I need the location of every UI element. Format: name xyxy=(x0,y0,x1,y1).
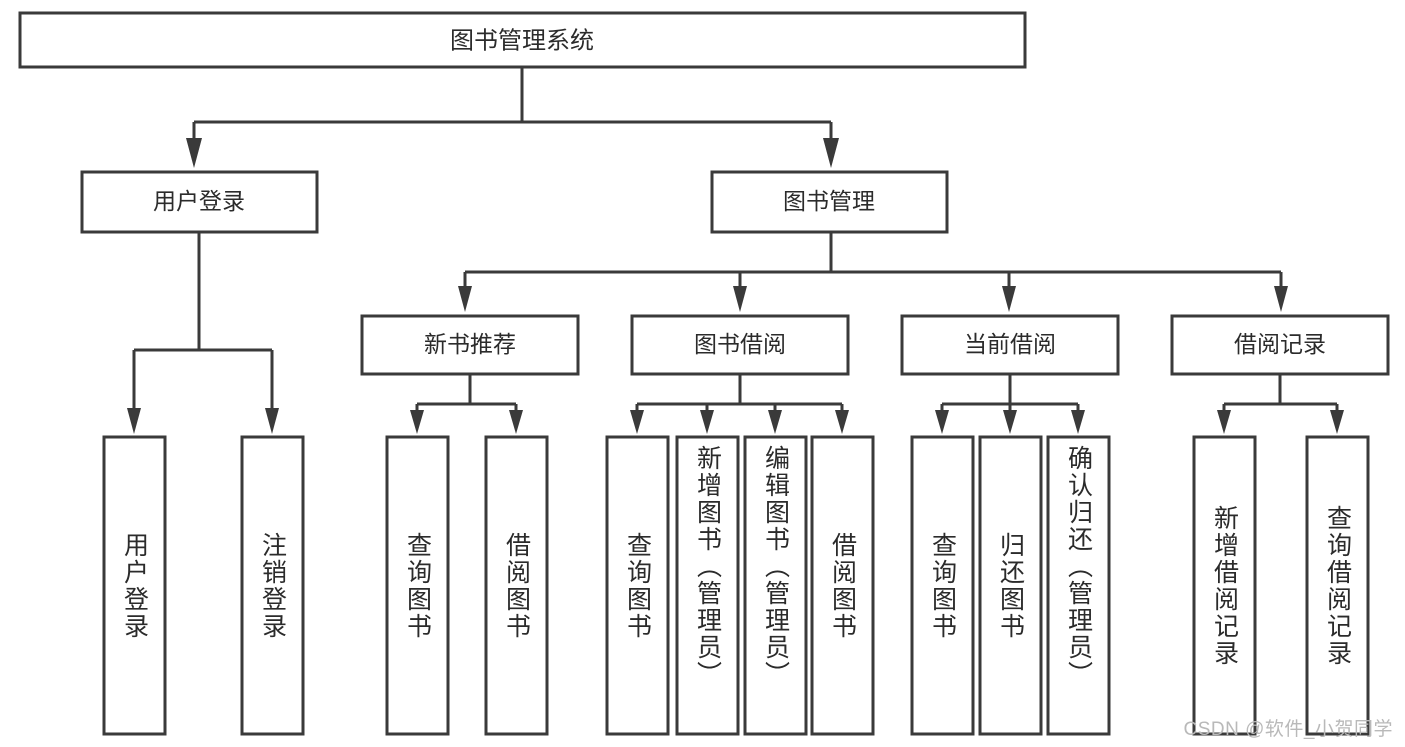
node-leaf-add-book-box[interactable] xyxy=(675,435,740,736)
node-user-login-box[interactable] xyxy=(80,170,319,234)
arrowhead-leaf-add-record xyxy=(1217,410,1231,434)
arrowhead-leaf-query-record xyxy=(1330,410,1344,434)
node-leaf-query-book-1[interactable] xyxy=(385,435,450,736)
node-new-book-recommend-label: 新书推荐 xyxy=(424,331,516,357)
node-book-manage-label: 图书管理 xyxy=(783,188,875,214)
node-leaf-add-book[interactable] xyxy=(675,435,740,736)
arrowhead-leaf-borrow-book-2 xyxy=(835,410,849,434)
node-leaf-confirm-return[interactable] xyxy=(1046,435,1111,736)
node-current-borrow-box[interactable] xyxy=(900,314,1120,376)
node-leaf-return-book[interactable] xyxy=(978,435,1043,736)
node-leaf-borrow-book-2-box[interactable] xyxy=(810,435,875,736)
node-leaf-borrow-book-1-box[interactable] xyxy=(484,435,549,736)
node-leaf-user-login-box[interactable] xyxy=(102,435,167,736)
node-leaf-query-book-2-box[interactable] xyxy=(605,435,670,736)
node-book-manage-box[interactable] xyxy=(710,170,949,234)
node-leaf-borrow-book-1[interactable] xyxy=(484,435,549,736)
arrowhead-book-borrow xyxy=(733,286,747,312)
connector-group-root xyxy=(186,67,839,168)
arrowhead-leaf-user-login xyxy=(127,408,141,434)
node-leaf-logout-login-box[interactable] xyxy=(240,435,305,736)
node-borrow-record-label: 借阅记录 xyxy=(1234,331,1326,357)
node-leaf-query-record[interactable] xyxy=(1305,435,1370,736)
connector-group-book-manage xyxy=(458,232,1288,312)
arrowhead-leaf-query-book-2 xyxy=(630,410,644,434)
arrowhead-current-borrow xyxy=(1002,286,1016,312)
node-user-login[interactable]: 用户登录 xyxy=(80,170,319,234)
arrowhead-book-manage xyxy=(823,138,839,168)
arrowhead-leaf-query-book-3 xyxy=(935,410,949,434)
node-current-borrow-label: 当前借阅 xyxy=(964,331,1056,357)
arrowhead-leaf-return-book xyxy=(1003,410,1017,434)
node-leaf-query-book-3-box[interactable] xyxy=(910,435,975,736)
node-leaf-confirm-return-box[interactable] xyxy=(1046,435,1111,736)
node-leaf-add-record-box[interactable] xyxy=(1192,435,1257,736)
arrowhead-user-login xyxy=(186,138,202,168)
arrowhead-leaf-edit-book xyxy=(768,410,782,434)
node-book-borrow-label: 图书借阅 xyxy=(694,331,786,357)
node-root[interactable]: 图书管理系统 xyxy=(18,11,1027,69)
node-current-borrow[interactable]: 当前借阅 xyxy=(900,314,1120,376)
node-leaf-query-record-box[interactable] xyxy=(1305,435,1370,736)
node-leaf-query-book-3[interactable] xyxy=(910,435,975,736)
node-leaf-borrow-book-2[interactable] xyxy=(810,435,875,736)
arrowhead-leaf-logout-login xyxy=(265,408,279,434)
arrowhead-leaf-confirm-return xyxy=(1071,410,1085,434)
node-user-login-label: 用户登录 xyxy=(153,188,245,214)
arrowhead-borrow-record xyxy=(1274,286,1288,312)
connector-group-new-book-recommend xyxy=(410,374,523,434)
node-leaf-edit-book[interactable] xyxy=(743,435,808,736)
node-root-box[interactable] xyxy=(18,11,1027,69)
arrowhead-leaf-add-book xyxy=(700,410,714,434)
arrowhead-leaf-borrow-book-1 xyxy=(509,410,523,434)
node-book-manage[interactable]: 图书管理 xyxy=(710,170,949,234)
node-leaf-query-book-2[interactable] xyxy=(605,435,670,736)
connector-group-borrow-record xyxy=(1217,374,1344,434)
connector-group-current-borrow xyxy=(935,374,1085,434)
node-book-borrow[interactable]: 图书借阅 xyxy=(630,314,850,376)
node-leaf-user-login[interactable] xyxy=(102,435,167,736)
node-new-book-recommend[interactable]: 新书推荐 xyxy=(360,314,580,376)
arrowhead-leaf-query-book-1 xyxy=(410,410,424,434)
node-borrow-record[interactable]: 借阅记录 xyxy=(1170,314,1390,376)
arrowhead-new-book-recommend xyxy=(458,286,472,312)
node-book-borrow-box[interactable] xyxy=(630,314,850,376)
node-root-label: 图书管理系统 xyxy=(450,27,594,54)
csdn-watermark: CSDN @软件_小贺同学 xyxy=(1183,719,1393,740)
node-leaf-return-book-box[interactable] xyxy=(978,435,1043,736)
node-leaf-add-record[interactable] xyxy=(1192,435,1257,736)
node-borrow-record-box[interactable] xyxy=(1170,314,1390,376)
node-leaf-logout-login[interactable] xyxy=(240,435,305,736)
node-new-book-recommend-box[interactable] xyxy=(360,314,580,376)
node-leaf-query-book-1-box[interactable] xyxy=(385,435,450,736)
connector-group-book-borrow xyxy=(630,374,849,434)
node-leaf-edit-book-box[interactable] xyxy=(743,435,808,736)
connector-group-user-login xyxy=(127,232,279,434)
